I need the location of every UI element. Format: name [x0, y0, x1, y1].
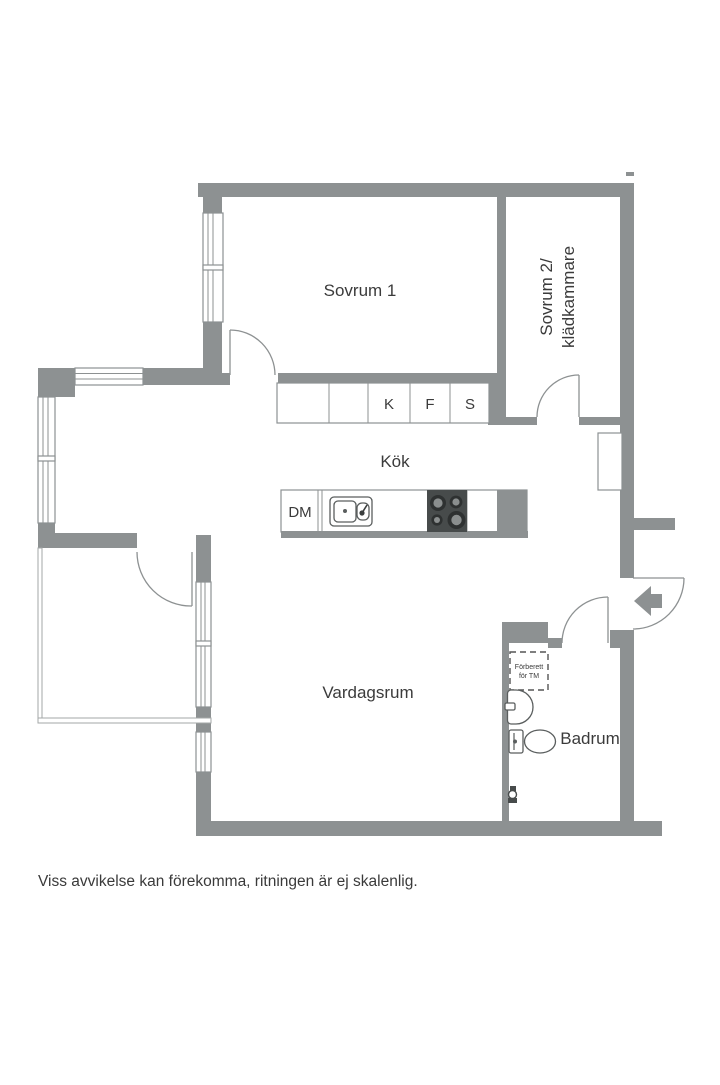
doors — [136, 329, 685, 644]
window-bedroom1-west — [202, 212, 224, 323]
wall-bed2-bottom-a — [506, 417, 537, 425]
wall-right-stub — [633, 518, 675, 530]
wall-living-west-c — [196, 772, 211, 821]
wall-living-west-a — [196, 535, 211, 582]
bathroom-label: Badrum — [560, 729, 620, 748]
window-west-wall — [37, 396, 56, 524]
toilet-icon — [508, 729, 557, 754]
bedroom2-label-line2: klädkammare — [559, 246, 578, 348]
stove-icon — [427, 490, 467, 532]
wall-bed1-bottom-a — [222, 373, 230, 385]
kitchen-label: Kök — [380, 452, 410, 471]
wall-top-tick — [626, 172, 634, 176]
kitchen-island: DM — [280, 489, 528, 538]
wall-bed1-left-b — [203, 322, 222, 385]
living-room-label: Vardagsrum — [322, 683, 413, 702]
fridge-label: K — [384, 396, 394, 413]
windows — [37, 212, 224, 773]
window-living-west-lower — [195, 731, 212, 773]
wall-bed1-bottom-b — [278, 373, 505, 385]
wall-west-corner — [38, 368, 75, 397]
pantry-label: S — [465, 396, 475, 413]
wall-bed-divider — [497, 197, 506, 373]
kitchen-cabinet-row: K F S — [276, 382, 490, 424]
washbasin-icon — [504, 689, 534, 725]
wall-right-lower — [620, 645, 634, 836]
shaft-niche — [597, 432, 623, 491]
walls — [38, 172, 675, 836]
disclaimer-text: Viss avvikelse kan förekomma, ritningen … — [38, 873, 418, 890]
bedroom2-label-line1: Sovrum 2/ — [537, 258, 556, 336]
freezer-label: F — [425, 396, 434, 413]
washer-prep-box: Förberett för TM — [509, 651, 549, 691]
room-labels: Sovrum 1 Sovrum 2/ klädkammare Kök Varda… — [322, 246, 619, 748]
door-balcony — [136, 551, 193, 607]
wall-cabinet-right — [488, 373, 506, 425]
window-living-west-upper — [195, 581, 212, 708]
wall-bed2-bottom-b — [579, 417, 620, 425]
washer-prep-label-2: för TM — [519, 673, 539, 680]
washer-prep-label-1: Förberett — [515, 664, 543, 671]
wall-bottom — [196, 821, 662, 836]
balcony-outline — [37, 547, 212, 724]
door-bedroom1 — [229, 329, 276, 376]
wall-top — [198, 183, 634, 197]
wall-bathroom-top-right — [610, 630, 634, 648]
bedroom1-label: Sovrum 1 — [324, 281, 397, 300]
door-entry — [632, 577, 685, 630]
door-bedroom2 — [536, 374, 580, 418]
wall-bath-left — [502, 643, 509, 821]
door-bathroom — [561, 596, 609, 644]
bathroom-fixtures: Förberett för TM — [504, 651, 557, 803]
window-west-wing-north — [74, 367, 144, 386]
entry-arrow-icon — [634, 586, 662, 616]
wall-west-wing-north — [143, 368, 213, 385]
kitchen-sink-icon — [329, 496, 373, 527]
floor-drain-icon — [507, 786, 518, 803]
wall-bath-top-step — [548, 638, 562, 648]
wall-west-lower — [38, 523, 55, 548]
wall-bath-top — [502, 622, 548, 643]
dishwasher-label: DM — [288, 504, 311, 521]
wall-bed1-left-a — [203, 183, 222, 213]
wall-right-upper — [620, 183, 634, 578]
wall-balcony — [38, 533, 137, 548]
